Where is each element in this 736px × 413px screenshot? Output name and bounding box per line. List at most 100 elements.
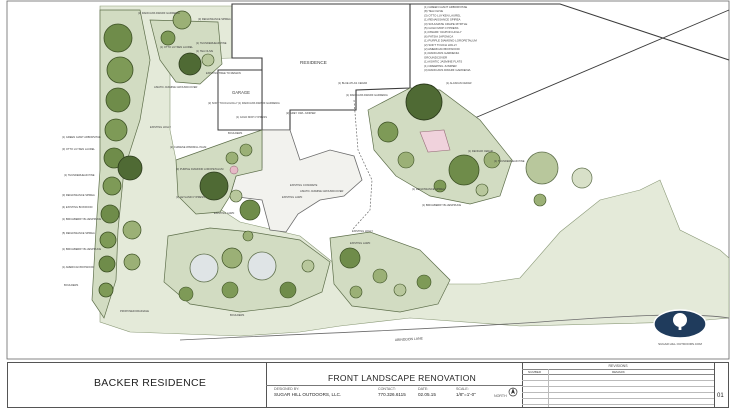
plant-callout: EXISTING TREE TO REMAIN bbox=[206, 71, 241, 75]
garage-footprint bbox=[217, 69, 263, 131]
title-block: BACKER RESIDENCE FRONT LANDSCAPE RENOVAT… bbox=[7, 362, 729, 408]
plant-schedule-line: (3) RADICANS DWARF GARDENIA bbox=[424, 68, 471, 72]
plant-callout: (1) GREEN GIANT ARBORVITAE bbox=[62, 135, 101, 139]
plant-callout: EXISTING HOLLY bbox=[352, 229, 373, 233]
plant-callout: (1) RADICANS DWARF GARDENIA bbox=[138, 11, 180, 15]
revisions-columns: NUMBER REMARK bbox=[522, 369, 714, 375]
project-name-cell: BACKER RESIDENCE bbox=[8, 363, 267, 407]
property-line-east bbox=[469, 9, 730, 121]
plant-schedule-line: (3) SOULMATE CRAPE MYRTLE bbox=[424, 22, 467, 26]
right-specimen-trees bbox=[525, 151, 593, 207]
left-hedge bbox=[98, 23, 143, 298]
company-logo bbox=[653, 309, 707, 339]
revisions-col-number: NUMBER bbox=[528, 369, 542, 374]
residence-footprint bbox=[231, 3, 411, 131]
plant-callout: (1) OTTO LUYKEN LAUREL bbox=[160, 45, 194, 49]
plant-callout: (1) RADICANS DWARF GARDENIA bbox=[346, 93, 388, 97]
plant-callout: ASIATIC JASMINE GROUNDCOVER bbox=[300, 189, 343, 193]
road-label: ABINGDON LANE bbox=[395, 337, 424, 342]
north-label: NORTH bbox=[494, 394, 507, 398]
sheet-info-cell: FRONT LANDSCAPE RENOVATION DESIGNED BY: … bbox=[266, 363, 523, 407]
plant-callout: (3) PURPLE DIAMOND LOROPETALUM bbox=[176, 167, 223, 171]
plant-schedule-line: (3) OTTO LUYKEN LAUREL bbox=[424, 13, 461, 17]
plant-schedule-line: (1) ASIATIC JASMINE FLATS bbox=[424, 60, 462, 64]
plant-schedule-line: (1) RENAISSANCE SPIREA bbox=[424, 18, 461, 22]
sheet-title: FRONT LANDSCAPE RENOVATION bbox=[328, 373, 477, 383]
plant-callout: (2) GREY OWL JUNIPER bbox=[286, 111, 316, 115]
plant-callout: (5) RENAISSANCE SPIREA bbox=[62, 231, 95, 235]
garage-label: GARAGE bbox=[232, 90, 250, 95]
revisions-header: REVISIONS bbox=[522, 363, 714, 370]
front-walk-shrubs bbox=[199, 143, 261, 221]
plant-callout: (1) RADICANS DWARF GARDENIA bbox=[238, 101, 280, 105]
plant-callout: EXISTING CONCRETE bbox=[290, 183, 318, 187]
plant-schedule-line: (5) GOLD MOP CYPRESS bbox=[424, 26, 459, 30]
plant-schedule: (1) GREEN GIANT ARBORVITAE(8) TEA OLIVE(… bbox=[424, 5, 477, 72]
plant-callout: (1) ALASKAN CEDAR bbox=[446, 81, 472, 85]
plant-callout: (1) BIRCHBERRY BLUESPRUCE bbox=[422, 203, 461, 207]
plant-callout: (1) THUNDERHEAD PINE bbox=[196, 41, 227, 45]
plant-callout: EXISTING LAWN bbox=[282, 195, 302, 199]
contact-field: CONTACT: 770.326.6115 bbox=[378, 387, 406, 397]
plant-callout: (2) SOFT TOUCH HOLLY bbox=[208, 101, 238, 105]
designed-by-field: DESIGNED BY: SUGAR HILL OUTDOORS, LLC. bbox=[274, 387, 341, 397]
plant-callout: (4) EXISTING BOXWOOD bbox=[62, 205, 93, 209]
plant-schedule-line: (1) PURPLE DIAMOND LOROPETALUM bbox=[424, 39, 477, 43]
plant-callout: (3) OTTO LUYKEN LAUREL bbox=[62, 147, 96, 151]
north-arrow-icon bbox=[508, 387, 518, 397]
garage-corner-shrubs bbox=[160, 10, 215, 76]
revisions-table: REVISIONS NUMBER REMARK bbox=[522, 363, 715, 407]
plant-schedule-line: (1) CREEPING JUNIPER bbox=[424, 64, 457, 68]
plant-callout: PROPOSED DRAINAGE bbox=[120, 309, 149, 313]
plant-callout: (3) RENAISSANCE SPIREA bbox=[198, 17, 231, 21]
designed-by-value: SUGAR HILL OUTDOORS, LLC. bbox=[274, 392, 342, 397]
date-value: 02.05.15 bbox=[418, 392, 436, 397]
plant-callout: (1) DEODAR CEDAR bbox=[468, 149, 493, 153]
revisions-divider bbox=[548, 369, 549, 407]
revisions-row bbox=[522, 398, 714, 399]
plant-callout: (1) LEYLAND CYPRESS bbox=[176, 195, 205, 199]
property-line-north bbox=[408, 3, 730, 61]
residence-label: RESIDENCE bbox=[300, 60, 327, 65]
plant-schedule-line: (2) AMERICAN BOXWOOD bbox=[424, 47, 460, 51]
plant-callout: (1) BIRCHBERRY BLUESPRUCE bbox=[62, 217, 101, 221]
plant-callout: (1) TEA OLIVE bbox=[196, 49, 213, 53]
logo-text: SUGAR HILL OUTDOORS.COM bbox=[658, 342, 702, 346]
plant-callout: (1) RENAISSANCE SPIREA bbox=[412, 187, 445, 191]
walkway-edge bbox=[351, 99, 373, 231]
island-bed-left-plants bbox=[178, 230, 315, 302]
plant-callout: (1) BLUE ATLAS CEDAR bbox=[338, 81, 367, 85]
sheet-number: 01 bbox=[717, 393, 724, 399]
plant-callout: ASIATIC JASMINE GROUNDCOVER bbox=[154, 85, 197, 89]
revisions-row bbox=[522, 404, 714, 405]
date-field: DATE: 02.05.15 bbox=[418, 387, 436, 397]
plant-callout: BOULDERS bbox=[230, 313, 245, 317]
contact-value: 770.326.6115 bbox=[378, 392, 406, 397]
plant-callout: (1) THUNDERHEAD PINE bbox=[494, 159, 525, 163]
sheet-info-divider bbox=[266, 385, 522, 386]
plant-schedule-line: (1) GREEN GIANT ARBORVITAE bbox=[424, 5, 467, 9]
designed-by-label: DESIGNED BY: bbox=[274, 387, 300, 391]
revisions-col-remark: REMARK bbox=[612, 369, 625, 374]
callout-labels: (1) RADICANS DWARF GARDENIA (3) RENAISSAN… bbox=[62, 11, 525, 317]
revisions-row bbox=[522, 386, 714, 387]
plant-callout: (1) GOLD MOP CYPRESS bbox=[236, 115, 267, 119]
plant-callout: (1) BIRCHBERRY BLUESPRUCE bbox=[62, 247, 101, 251]
scale-label: SCALE: bbox=[456, 387, 469, 391]
island-bed-center-plants bbox=[339, 247, 432, 299]
plant-callout: (3) RENAISSANCE SPIREA bbox=[62, 193, 95, 197]
revisions-row bbox=[522, 380, 714, 381]
plant-callout: EXISTING LAWN bbox=[350, 241, 370, 245]
plant-schedule-line: (8) TEA OLIVE bbox=[424, 9, 443, 13]
project-name: BACKER RESIDENCE bbox=[94, 377, 207, 389]
plant-callout: (1) AMERICAN BOXWOOD bbox=[62, 265, 94, 269]
plant-schedule-line: GROUNDCOVER bbox=[424, 55, 447, 59]
plant-callout: EXISTING LAWN bbox=[214, 211, 234, 215]
paver-patio bbox=[419, 129, 451, 153]
scale-value: 1/8"=1'-0" bbox=[456, 392, 476, 397]
plant-callout: BOULDERS bbox=[228, 131, 243, 135]
contact-label: CONTACT: bbox=[378, 387, 396, 391]
plant-schedule-line: (2) SOFT TOUCH HOLLY bbox=[424, 43, 457, 47]
date-label: DATE: bbox=[418, 387, 429, 391]
